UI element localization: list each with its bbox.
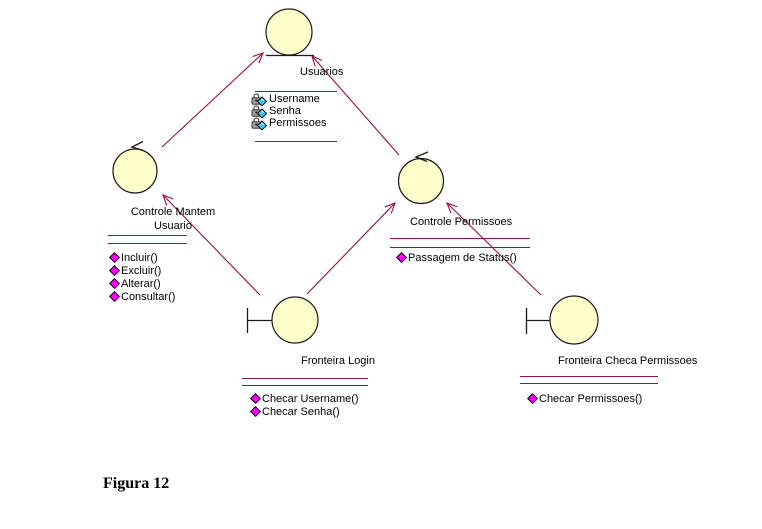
operation-label: Consultar() (121, 290, 176, 303)
operation-label: Excluir() (121, 264, 162, 277)
operation-label: Alterar() (121, 277, 161, 290)
attribute-row: Permissoes (251, 116, 327, 130)
fronteira-checa-label: Fronteira Checa Permissoes (558, 355, 698, 367)
fronteira-checa-operation-list: Checar Permissoes() (527, 392, 642, 405)
operation-row: Checar Senha() (250, 405, 359, 418)
operation-row: Checar Username() (250, 392, 359, 405)
attribute-label: Senha (269, 105, 301, 117)
controle-mantem-label-line1: Controle Mantem (130, 206, 216, 218)
operation-diamond-icon (109, 252, 120, 263)
operation-label: Passagem de Status() (408, 251, 517, 264)
attribute-label: Permissoes (269, 117, 327, 129)
operation-row: Consultar() (109, 290, 175, 303)
arrow-fronteira-login-to-controle-mantem (162, 194, 261, 296)
usuarios-label: Usuarios (300, 66, 344, 78)
operation-label: Checar Permissoes() (539, 392, 643, 405)
arrow-fronteira-login-to-controle-permissoes (306, 202, 396, 295)
fronteira-login-label: Fronteira Login (301, 355, 375, 367)
usuarios-entity-circle (265, 8, 313, 56)
control-arrow-icon (414, 151, 429, 163)
fronteira-login-circle (271, 296, 319, 344)
operation-diamond-icon (109, 291, 120, 302)
fronteira-checa-circle (549, 295, 599, 345)
controle-mantem-label: Controle Mantem Usuario (123, 205, 223, 233)
fronteira-login-operation-list: Checar Username() Checar Senha() (250, 392, 359, 418)
figure-caption: Figura 12 (103, 475, 170, 492)
operation-diamond-icon (250, 393, 261, 404)
controle-permissoes-label: Controle Permissoes (410, 216, 513, 228)
attribute-label: Username (269, 93, 320, 105)
operation-label: Checar Senha() (262, 405, 340, 418)
operation-row: Incluir() (109, 251, 175, 264)
operation-diamond-icon (527, 393, 538, 404)
operation-row: Passagem de Status() (396, 251, 517, 264)
operation-row: Excluir() (109, 264, 175, 277)
arrow-controle-permissoes-to-usuarios (311, 54, 400, 156)
operation-row: Alterar() (109, 277, 175, 290)
controle-permissoes-circle (397, 157, 445, 205)
operation-diamond-icon (109, 278, 120, 289)
operation-label: Incluir() (121, 251, 158, 264)
operation-row: Checar Permissoes() (527, 392, 642, 405)
controle-mantem-label-line2: Usuario (154, 220, 192, 232)
operation-label: Checar Username() (262, 392, 359, 405)
arrow-fronteira-checa-to-controle-permissoes (446, 202, 542, 296)
controle-permissoes-operation-list: Passagem de Status() (396, 251, 517, 264)
operation-diamond-icon (396, 252, 407, 263)
controle-mantem-operation-list: Incluir() Excluir() Alterar() Consultar(… (109, 251, 175, 303)
attribute-row: Senha (251, 104, 326, 118)
control-arrow-icon (130, 140, 144, 152)
attribute-row: Username (251, 92, 326, 106)
private-attribute-lock-icon (251, 116, 268, 130)
private-attribute-lock-icon (251, 104, 268, 118)
usuarios-attribute-list: Username Senha (251, 92, 327, 130)
arrow-controle-mantem-to-usuarios (161, 52, 264, 148)
operation-diamond-icon (109, 265, 120, 276)
controle-mantem-circle (112, 148, 158, 194)
operation-diamond-icon (250, 406, 261, 417)
private-attribute-lock-icon (251, 92, 268, 106)
